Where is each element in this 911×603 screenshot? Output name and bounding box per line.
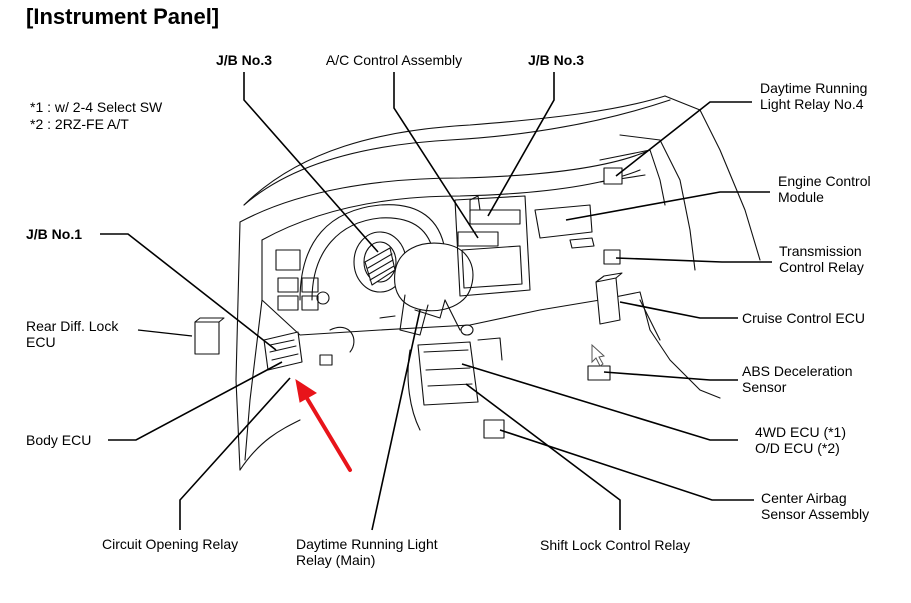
label-drl-main-line2: Relay (Main) — [296, 552, 376, 568]
label-circuit-opening-relay: Circuit Opening Relay — [102, 536, 239, 552]
page-title: [Instrument Panel] — [26, 4, 220, 29]
label-rear-diff-lock-ecu: Rear Diff. Lock ECU — [26, 318, 118, 350]
red-pointer-arrow-icon — [295, 378, 352, 472]
label-abs-deceleration-sensor-line1: ABS Deceleration — [742, 363, 853, 379]
footnote-2: *2 : 2RZ-FE A/T — [30, 116, 129, 132]
label-4wd-ecu: 4WD ECU (*1) — [755, 424, 847, 440]
footnote-1: *1 : w/ 2-4 Select SW — [30, 99, 163, 115]
label-jb3-right: J/B No.3 — [527, 52, 585, 68]
label-abs-deceleration-sensor: ABS Deceleration Sensor — [742, 363, 853, 395]
label-ac-control-assembly: A/C Control Assembly — [325, 52, 463, 68]
label-od-ecu: O/D ECU (*2) — [755, 440, 840, 456]
label-transmission-control-relay-line2: Control Relay — [779, 259, 864, 275]
label-shift-lock-control-relay: Shift Lock Control Relay — [540, 537, 691, 553]
label-center-airbag-sensor: Center Airbag Sensor Assembly — [761, 490, 869, 522]
label-rear-diff-lock-ecu-line2: ECU — [26, 334, 56, 350]
label-abs-deceleration-sensor-line2: Sensor — [742, 379, 787, 395]
cursor-icon — [591, 343, 606, 367]
label-drl-main-line1: Daytime Running Light — [296, 536, 438, 552]
leader-lines — [100, 72, 772, 531]
label-drl-main: Daytime Running Light Relay (Main) — [296, 536, 438, 568]
label-center-airbag-sensor-line1: Center Airbag — [761, 490, 847, 506]
label-rear-diff-lock-ecu-line1: Rear Diff. Lock — [26, 318, 119, 334]
label-body-ecu: Body ECU — [26, 432, 92, 448]
label-transmission-control-relay-line1: Transmission — [779, 243, 862, 259]
dashboard-drawing — [194, 95, 761, 471]
label-engine-control-module: Engine Control Module — [778, 173, 871, 205]
label-drl-relay-4-line1: Daytime Running — [760, 80, 868, 96]
label-center-airbag-sensor-line2: Sensor Assembly — [761, 506, 870, 522]
label-engine-control-module-line2: Module — [778, 189, 824, 205]
label-cruise-control-ecu: Cruise Control ECU — [742, 310, 865, 326]
label-jb1: J/B No.1 — [26, 226, 83, 242]
label-jb3-left: J/B No.3 — [215, 52, 273, 68]
label-transmission-control-relay: Transmission Control Relay — [779, 243, 864, 275]
label-drl-relay-4-line2: Light Relay No.4 — [760, 96, 864, 112]
label-engine-control-module-line1: Engine Control — [778, 173, 871, 189]
label-drl-relay-4: Daytime Running Light Relay No.4 — [760, 80, 867, 112]
label-4wd-od-ecu: 4WD ECU (*1) O/D ECU (*2) — [755, 424, 846, 456]
